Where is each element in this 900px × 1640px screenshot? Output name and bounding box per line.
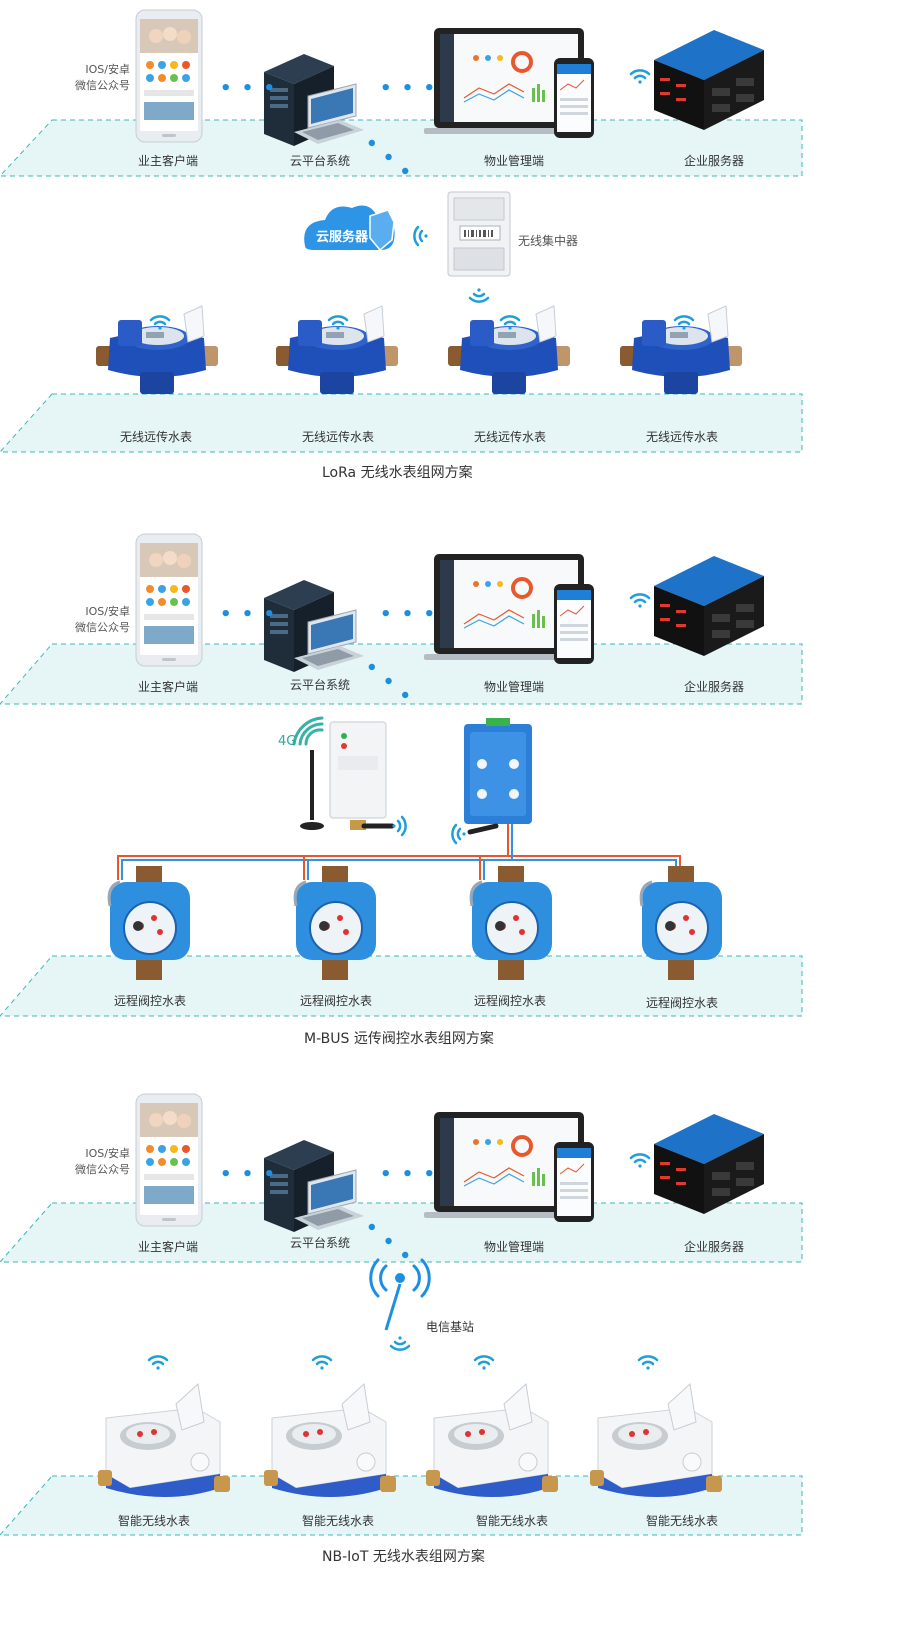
wifi-icon <box>389 1335 411 1351</box>
wifi-icon <box>629 69 651 85</box>
base-station-label: 电信基站 <box>426 1320 475 1334</box>
meter-label: 远程阀控水表 <box>474 994 547 1008</box>
wifi-icon <box>637 1355 659 1371</box>
concentrator-device <box>447 191 511 277</box>
wifi-icon <box>413 225 429 247</box>
cloud-platform-device <box>263 1139 365 1233</box>
section1-middle <box>304 191 511 303</box>
connector-dots: • • • <box>220 78 278 99</box>
cloud-platform-label: 云平台系统 <box>290 154 351 168</box>
signal-4g-icon <box>292 716 324 746</box>
connector-dots: • • • <box>380 1164 438 1185</box>
cloud-platform-label: 云平台系统 <box>290 678 351 692</box>
wifi-icon <box>468 287 490 303</box>
enterprise-server-label: 企业服务器 <box>684 1240 745 1254</box>
section-caption: LoRa 无线水表组网方案 <box>322 465 473 481</box>
owner-client-label: 业主客户端 <box>138 154 199 168</box>
section-caption: M-BUS 远传阀控水表组网方案 <box>304 1031 494 1047</box>
base-station-icon <box>369 1258 431 1351</box>
cloud-platform-device <box>263 53 365 147</box>
meter-label: 无线远传水表 <box>474 430 547 444</box>
cloud-platform-device <box>263 579 365 673</box>
side-label-line1: IOS/安卓 <box>85 63 130 76</box>
property-mgmt-label: 物业管理端 <box>484 154 545 168</box>
property-mgmt-device <box>422 552 596 666</box>
section1-meters <box>95 305 743 395</box>
wifi-icon <box>629 593 651 609</box>
wifi-icon <box>451 823 467 845</box>
lora-meter-device <box>447 305 571 395</box>
phone-app-device <box>135 533 203 667</box>
wifi-icon <box>311 1355 333 1371</box>
nb-meter-device <box>97 1383 231 1498</box>
property-mgmt-label: 物业管理端 <box>484 1240 545 1254</box>
connector-dots: • • • <box>380 604 438 625</box>
property-mgmt-label: 物业管理端 <box>484 680 545 694</box>
side-label-line1: IOS/安卓 <box>85 605 130 618</box>
property-mgmt-device <box>422 1110 596 1224</box>
connector-dots: • • • <box>220 1164 278 1185</box>
cloud-platform-label: 云平台系统 <box>290 1236 351 1250</box>
cloud-server-label: 云服务器 <box>316 230 369 245</box>
phone-app-device <box>135 9 203 143</box>
section-caption: NB-IoT 无线水表组网方案 <box>322 1549 485 1565</box>
side-label-line2: 微信公众号 <box>75 79 130 92</box>
connector-dots: • • • <box>380 78 438 99</box>
owner-client-label: 业主客户端 <box>138 680 199 694</box>
enterprise-server-device <box>654 1114 764 1214</box>
connector-dots: • • • <box>220 604 278 625</box>
meter-label: 无线远传水表 <box>120 430 193 444</box>
section3-meters <box>97 1355 723 1498</box>
owner-client-label: 业主客户端 <box>138 1240 199 1254</box>
nb-meter-device <box>425 1383 559 1498</box>
section2-middle <box>117 716 681 880</box>
side-label-line2: 微信公众号 <box>75 1163 130 1176</box>
concentrator-label: 无线集中器 <box>518 234 579 248</box>
mbus-bus-lines <box>117 824 681 880</box>
meter-label: 无线远传水表 <box>646 430 719 444</box>
app-platform-label: IOS/安卓 微信公众号 <box>60 62 130 94</box>
signal-4g-label: 4G <box>278 734 297 749</box>
meter-label: 智能无线水表 <box>646 1514 719 1528</box>
meter-label: 智能无线水表 <box>476 1514 549 1528</box>
lora-meter-device <box>619 305 743 395</box>
meter-label: 远程阀控水表 <box>300 994 373 1008</box>
wifi-icon <box>629 1153 651 1169</box>
nb-meter-device <box>589 1383 723 1498</box>
lora-gateway-device <box>329 721 387 830</box>
phone-app-device <box>135 1093 203 1227</box>
meter-label: 远程阀控水表 <box>646 996 719 1010</box>
wifi-icon <box>473 1355 495 1371</box>
enterprise-server-device <box>654 556 764 656</box>
meter-label: 智能无线水表 <box>118 1514 191 1528</box>
meter-label: 远程阀控水表 <box>114 994 187 1008</box>
lora-meter-device <box>275 305 399 395</box>
wifi-icon <box>391 815 407 837</box>
side-label-line1: IOS/安卓 <box>85 1147 130 1160</box>
enterprise-server-device <box>654 30 764 130</box>
meter-label: 智能无线水表 <box>302 1514 375 1528</box>
nb-meter-device <box>263 1383 397 1498</box>
app-platform-label: IOS/安卓 微信公众号 <box>60 604 130 636</box>
lora-meter-device <box>95 305 219 395</box>
side-label-line2: 微信公众号 <box>75 621 130 634</box>
wifi-icon <box>147 1355 169 1371</box>
enterprise-server-label: 企业服务器 <box>684 680 745 694</box>
app-platform-label: IOS/安卓 微信公众号 <box>60 1146 130 1178</box>
meter-label: 无线远传水表 <box>302 430 375 444</box>
enterprise-server-label: 企业服务器 <box>684 154 745 168</box>
property-mgmt-device <box>422 26 596 140</box>
mbus-converter-device <box>464 718 532 824</box>
